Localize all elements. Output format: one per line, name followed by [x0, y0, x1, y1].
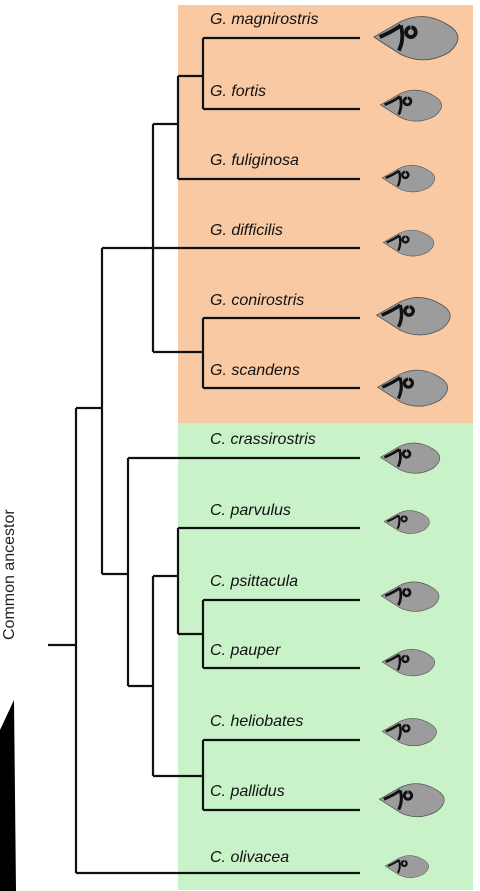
species-label: G. magnirostris	[210, 12, 318, 28]
finch-head-icon	[379, 437, 447, 479]
species-label: G. scandens	[210, 363, 300, 379]
species-label: C. pallidus	[210, 784, 285, 800]
finch-head-icon	[383, 506, 435, 538]
finch-head-icon	[382, 225, 440, 261]
species-label: G. fuliginosa	[210, 153, 299, 169]
species-label: C. crassirostris	[210, 432, 316, 448]
finch-head-icon	[381, 644, 441, 681]
species-label: G. fortis	[210, 84, 266, 100]
finch-head-icon	[372, 8, 468, 68]
species-label: G. conirostris	[210, 293, 304, 309]
species-label: C. psittacula	[210, 574, 298, 590]
finch-head-icon	[384, 851, 434, 882]
root-label: Common ancestor	[2, 509, 18, 640]
finch-head-icon	[376, 363, 456, 413]
finch-head-icon	[381, 713, 443, 751]
species-label: C. olivacea	[210, 850, 289, 866]
species-label: C. pauper	[210, 643, 280, 659]
finch-head-icon	[381, 160, 441, 197]
finch-head-icon	[379, 84, 449, 127]
finch-head-icon	[378, 777, 452, 823]
species-label: C. heliobates	[210, 714, 303, 730]
finch-head-icon	[375, 290, 459, 342]
species-label: G. difficilis	[210, 223, 283, 239]
species-label: C. parvulus	[210, 503, 291, 519]
scan-edge-shadow	[0, 700, 18, 891]
finch-head-icon	[380, 576, 446, 617]
